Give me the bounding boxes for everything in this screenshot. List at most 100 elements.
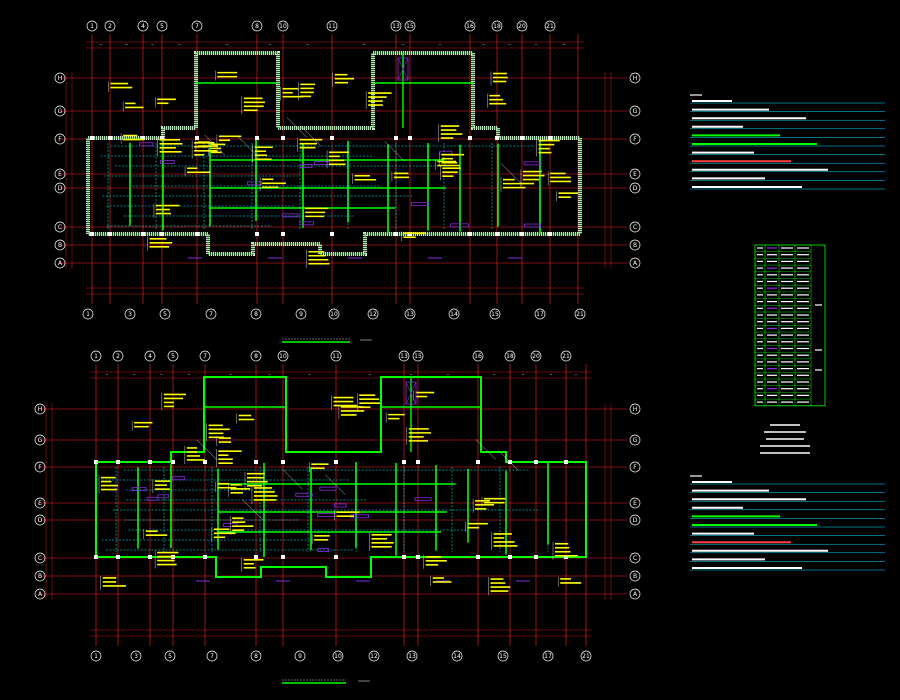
column-axis-bubble	[156, 20, 168, 32]
dimension-text: —	[269, 42, 272, 47]
row-axis-label: D	[38, 517, 43, 524]
structural-column	[548, 136, 552, 140]
column-axis-label: 13	[408, 653, 416, 660]
column-axis-label: 11	[332, 353, 340, 360]
structural-column	[94, 460, 98, 464]
structural-column	[330, 232, 334, 236]
column-axis-bubble	[328, 308, 340, 320]
column-axis-label: 9	[299, 311, 303, 318]
structural-column	[203, 460, 207, 464]
column-axis-label: 17	[544, 653, 552, 660]
row-axis-label: H	[633, 406, 638, 413]
column-axis-bubble	[90, 650, 102, 662]
row-axis-bubble	[629, 133, 641, 145]
row-axis-label: F	[633, 136, 637, 143]
row-axis-label: B	[38, 573, 42, 580]
structural-column	[94, 555, 98, 559]
annotation-leader	[282, 469, 303, 490]
schedule-caption	[760, 424, 810, 454]
structural-column	[334, 460, 338, 464]
structural-column	[476, 460, 480, 464]
dimension-text: —	[125, 42, 128, 47]
column-axis-bubble	[250, 650, 262, 662]
dimension-text: —	[563, 42, 566, 47]
column-axis-bubble	[530, 350, 542, 362]
structural-column	[402, 460, 406, 464]
opening-mark	[319, 486, 337, 491]
column-axis-bubble	[167, 350, 179, 362]
row-axis-label: E	[38, 500, 42, 507]
column-axis-label: 8	[254, 353, 258, 360]
opening-mark	[295, 492, 313, 497]
column-axis-bubble	[491, 20, 503, 32]
opening-mark	[160, 159, 175, 164]
row-axis-bubble	[629, 72, 641, 84]
column-axis-label: 5	[163, 311, 167, 318]
column-axis-bubble	[82, 308, 94, 320]
column-axis-bubble	[412, 350, 424, 362]
row-axis-bubble	[629, 514, 641, 526]
row-axis-bubble	[629, 105, 641, 117]
column-axis-label: 18	[493, 23, 501, 30]
column-axis-label: 10	[279, 23, 287, 30]
row-axis-label: H	[58, 75, 63, 82]
row-axis-label: H	[38, 406, 43, 413]
column-axis-bubble	[448, 308, 460, 320]
structural-column	[281, 136, 285, 140]
structural-column	[141, 232, 145, 236]
row-axis-label: C	[38, 555, 42, 562]
opening-mark	[247, 181, 262, 186]
structural-column	[534, 460, 538, 464]
opening-mark	[139, 142, 154, 147]
column-axis-label: 20	[532, 353, 540, 360]
row-axis-bubble	[629, 221, 641, 233]
column-axis-bubble	[404, 20, 416, 32]
column-axis-label: 3	[134, 653, 138, 660]
column-axis-bubble	[367, 308, 379, 320]
row-axis-label: E	[633, 500, 637, 507]
structural-column	[160, 232, 164, 236]
structural-column	[564, 555, 568, 559]
opening-mark	[414, 497, 432, 502]
column-axis-label: 12	[369, 311, 377, 318]
annotation-leader	[325, 474, 346, 495]
column-axis-bubble	[86, 20, 98, 32]
column-axis-bubble	[489, 308, 501, 320]
dimension-text: —	[100, 42, 103, 47]
row-axis-bubble	[54, 221, 66, 233]
structural-column	[90, 232, 94, 236]
shaft-opening	[405, 381, 417, 405]
column-axis-bubble	[544, 20, 556, 32]
row-axis-bubble	[54, 105, 66, 117]
structural-column	[141, 136, 145, 140]
row-axis-bubble	[34, 514, 46, 526]
column-axis-bubble	[250, 308, 262, 320]
reinforcement-schedule-table	[754, 244, 826, 407]
column-axis-label: 10	[279, 353, 287, 360]
row-axis-label: F	[38, 464, 42, 471]
structural-column	[281, 555, 285, 559]
structural-column	[116, 555, 120, 559]
column-axis-label: 9	[298, 653, 302, 660]
opening-mark	[333, 503, 347, 508]
column-axis-bubble	[516, 20, 528, 32]
dimension-text: —	[226, 42, 229, 47]
row-axis-label: H	[633, 75, 638, 82]
structural-column	[402, 555, 406, 559]
opening-mark	[282, 213, 299, 218]
row-axis-label: G	[58, 108, 63, 115]
structural-column	[394, 136, 398, 140]
opening-mark	[157, 494, 170, 499]
row-axis-bubble	[34, 552, 46, 564]
row-axis-label: B	[633, 242, 637, 249]
structural-column	[476, 555, 480, 559]
column-axis-label: 2	[116, 353, 120, 360]
opening-mark	[523, 223, 541, 228]
column-axis-label: 21	[576, 311, 584, 318]
row-axis-label: D	[633, 517, 638, 524]
row-axis-label: C	[633, 224, 637, 231]
annotation-leader	[237, 136, 259, 157]
